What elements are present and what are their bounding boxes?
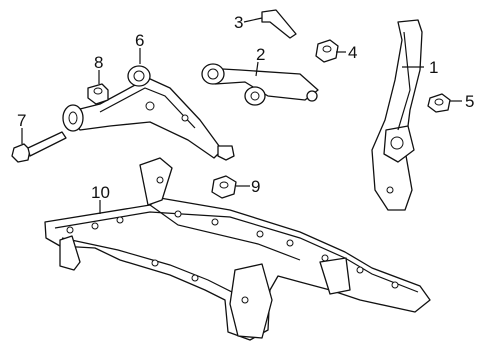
bolt-7 (11, 131, 67, 163)
callout-2: 2 (256, 45, 265, 64)
bolt-3 (261, 9, 297, 39)
nut-4 (315, 39, 339, 63)
callout-5: 5 (465, 92, 474, 111)
callout-1: 1 (429, 58, 438, 77)
bushing-8 (87, 83, 109, 105)
knuckle (371, 19, 423, 211)
nut-5 (427, 93, 451, 113)
nut-9 (211, 175, 237, 199)
callout-8: 8 (94, 53, 103, 72)
leader-lines (21, 17, 462, 214)
lower-control-arm (62, 65, 235, 161)
callout-6: 6 (135, 31, 144, 50)
crossmember-frame (44, 157, 431, 341)
callout-10: 10 (91, 183, 110, 202)
upper-control-arm (201, 63, 319, 106)
callout-7: 7 (17, 111, 26, 130)
callout-9: 9 (251, 177, 260, 196)
callout-4: 4 (348, 43, 357, 62)
callout-3: 3 (234, 13, 243, 32)
